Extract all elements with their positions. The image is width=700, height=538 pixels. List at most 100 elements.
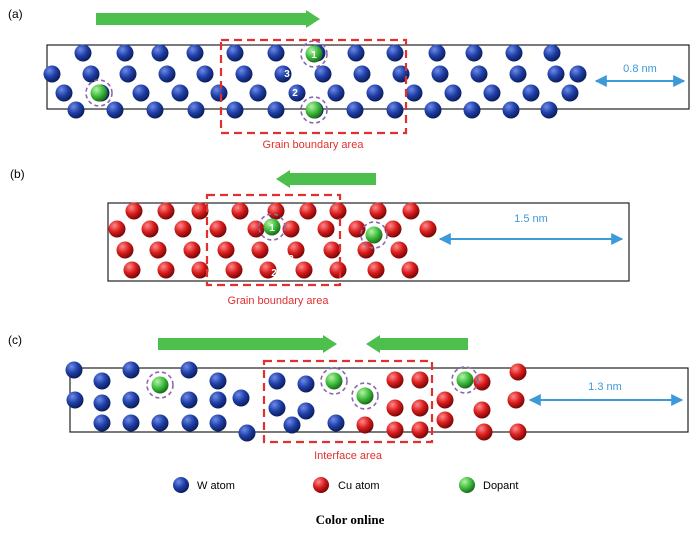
w-atom [93,394,111,412]
cu-atom [183,241,201,259]
cu-atom [369,202,387,220]
cu-atom [507,391,525,409]
w-atom [187,101,205,119]
w-atom [67,101,85,119]
w-atom [82,65,100,83]
cu-atom [125,202,143,220]
w-atom [347,44,365,62]
motion-arrow-left [276,170,376,188]
legend-label: Cu atom [338,480,380,492]
legend-label: Dopant [483,480,518,492]
panel-b-label: (b) [10,167,25,181]
dopant-atom [356,387,374,405]
w-atom [463,101,481,119]
w-atom [366,84,384,102]
cu-atom [436,391,454,409]
cu-atom [386,421,404,439]
w-atom [465,44,483,62]
cu-atom [329,202,347,220]
region-label: Grain boundary area [228,295,330,307]
distance-label: 0.8 nm [623,63,657,75]
w-atom [180,361,198,379]
cu-atom [384,220,402,238]
w-atom [132,84,150,102]
interface-box [262,359,434,444]
w-atom [122,414,140,432]
w-atom [196,65,214,83]
cu-atom [123,261,141,279]
dopant-ring [451,366,479,394]
w-atom [151,414,169,432]
w-atom [428,44,446,62]
cu-atom [329,261,347,279]
cu-atom [287,241,305,259]
legend-item-cu: Cu atom [313,477,380,493]
w-atom [171,84,189,102]
w-atom [232,389,250,407]
w-atom [540,101,558,119]
cu-atom [473,401,491,419]
w-atom [288,84,306,102]
w-atom [470,65,488,83]
w-atom [424,101,442,119]
w-atom [93,372,111,390]
dopant-ring [320,367,348,395]
atoms-group [65,361,527,442]
caption: Color online [315,512,385,527]
dopant-atom [305,45,323,63]
dopant-ring [300,96,328,124]
cu-atom [386,399,404,417]
w-atom [431,65,449,83]
w-atom [158,65,176,83]
w-atom [547,65,565,83]
w-atom [235,65,253,83]
grain-boundary-box [219,38,408,135]
cu-atom [251,241,269,259]
w-atom [327,414,345,432]
dopant-ring [258,213,286,241]
w-atom [119,65,137,83]
w-atom [346,101,364,119]
cu-atom [267,202,285,220]
atoms-group: 123 [43,40,587,124]
cu-atom [174,220,192,238]
cu-atom [141,220,159,238]
w-atom [509,65,527,83]
w-atom [386,44,404,62]
cu-atom [247,220,265,238]
w-atom [209,372,227,390]
w-atom [93,414,111,432]
motion-arrow-right [96,10,320,28]
w-atom [353,65,371,83]
w-atom [226,101,244,119]
distance-label: 1.5 nm [514,213,548,225]
w-atom [297,375,315,393]
cu-atom [348,220,366,238]
panel-b: (b) 123 Grain boundary area 1.5 nm [10,167,630,307]
w-atom [65,361,83,379]
site-number: 3 [284,69,290,80]
site-number: 1 [311,50,317,61]
w-atom [116,44,134,62]
panel-a: (a) 123 Grain boundary area 0.8 nm [8,7,690,151]
site-number: 2 [271,268,277,279]
dopant-ring [300,40,328,68]
cu-atom [209,220,227,238]
dopant-atom [325,372,343,390]
w-atom [209,414,227,432]
dopant-ring [85,79,113,107]
site-number: 1 [269,223,275,234]
cu-atom [295,261,313,279]
w-atom [267,101,285,119]
cu-atom [509,363,527,381]
cu-atom [402,202,420,220]
w-atom [569,65,587,83]
motion-arrow-right [158,335,337,353]
atoms-group: 123 [108,202,437,279]
w-atom [226,44,244,62]
cu-atom [411,371,429,389]
w-atom [268,399,286,417]
w-atom [543,44,561,62]
w-atom [505,44,523,62]
w-atom [267,44,285,62]
